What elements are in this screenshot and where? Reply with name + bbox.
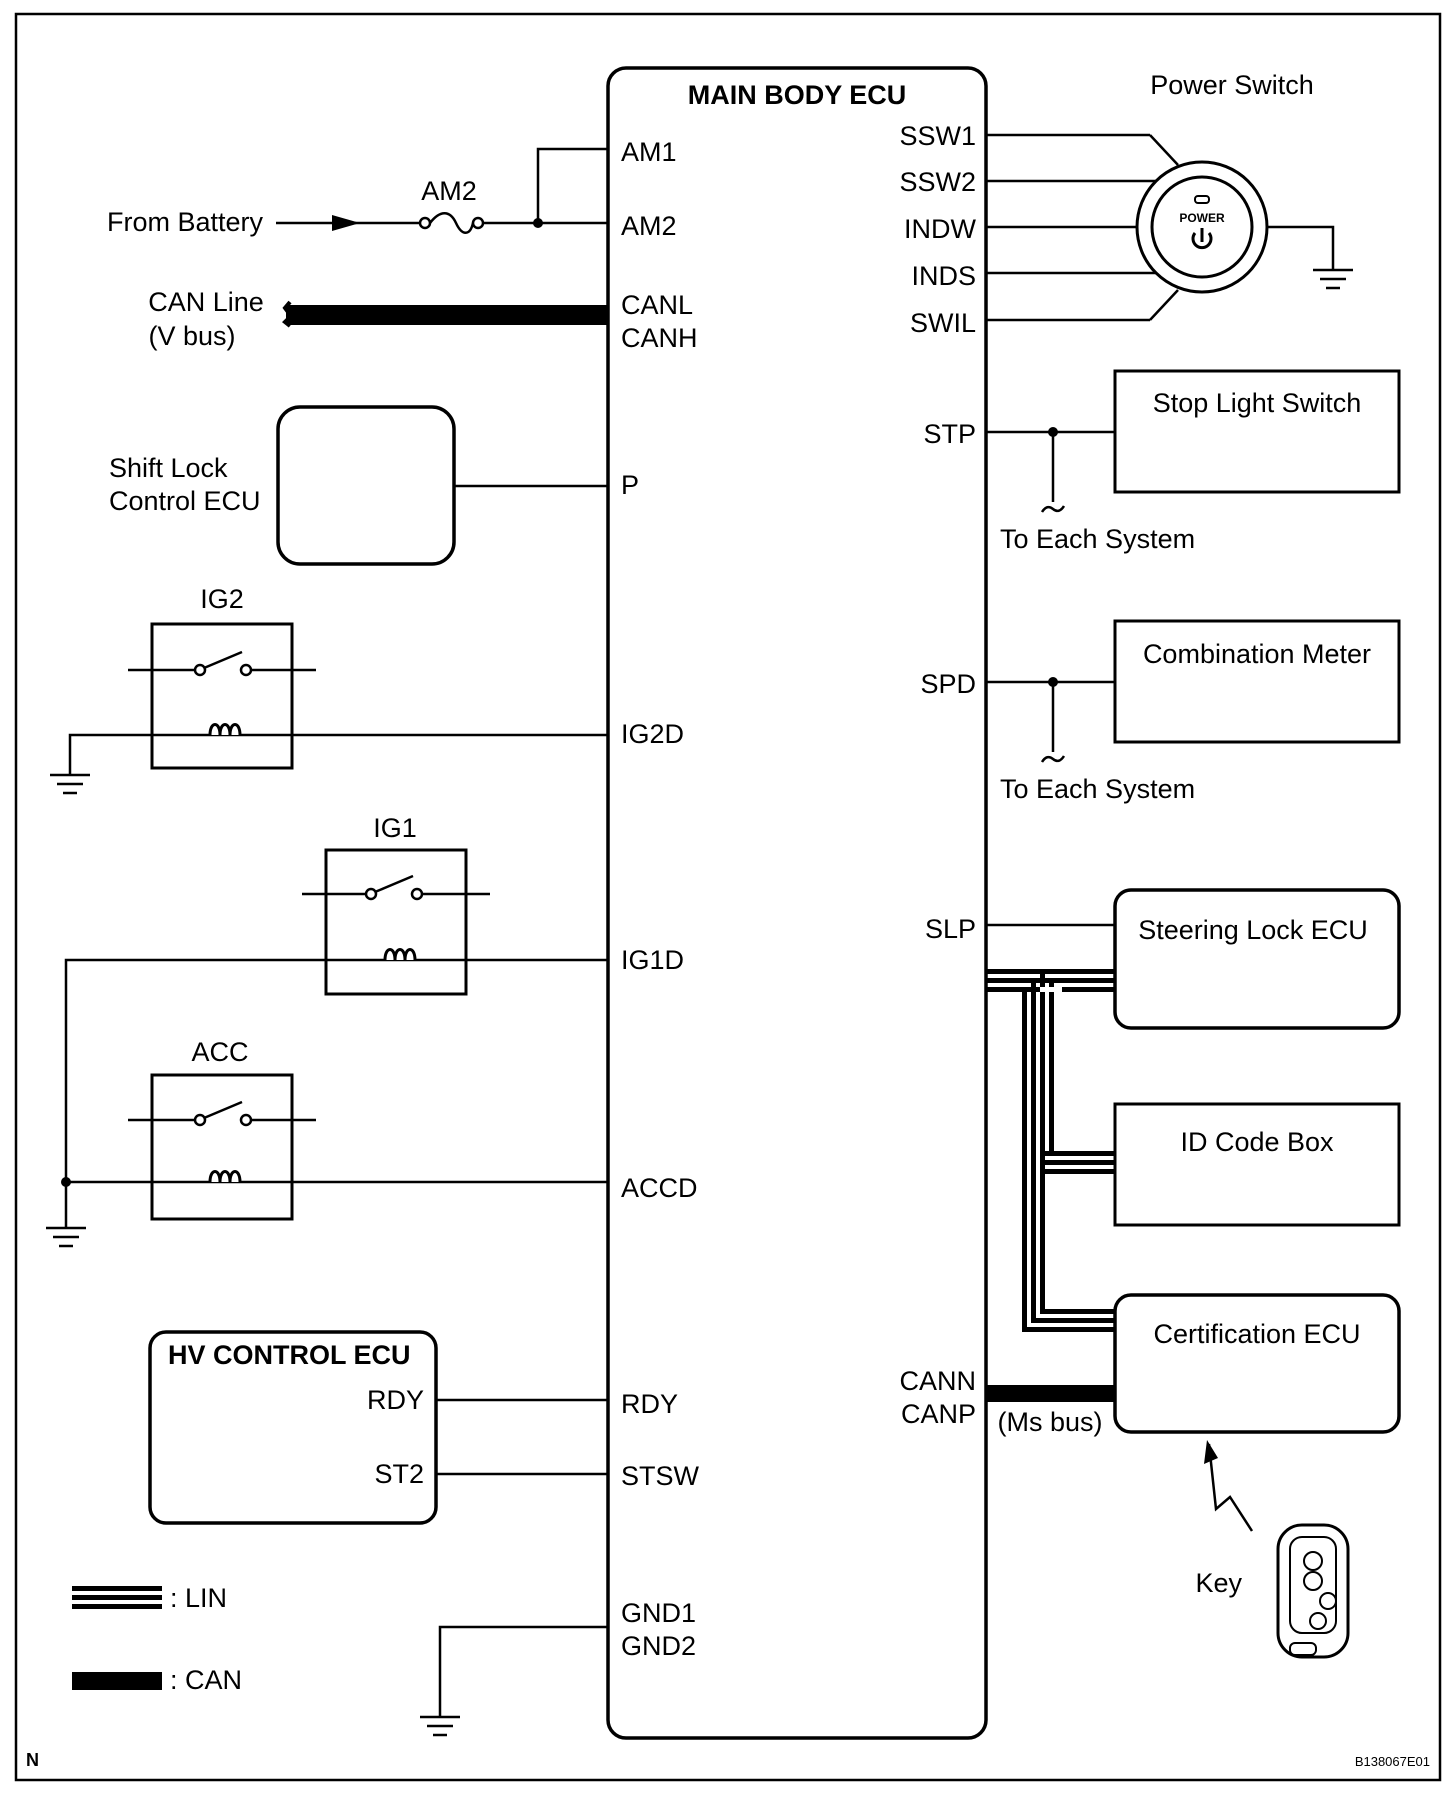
combination-meter-label: Combination Meter	[1143, 639, 1371, 669]
steering-lock-ecu: Steering Lock ECU	[986, 888, 1401, 1030]
hv-control-ecu-title: HV CONTROL ECU	[168, 1340, 411, 1370]
stop-light-switch: Stop Light Switch To Each System	[986, 369, 1401, 554]
certification-ecu: Certification ECU (Ms bus)	[986, 1293, 1401, 1437]
ig2-relay: IG2	[50, 584, 608, 795]
arrow-icon	[332, 215, 360, 231]
pin-indw: INDW	[904, 214, 976, 244]
pin-spd: SPD	[920, 669, 976, 699]
hv-control-ecu-box	[148, 1330, 438, 1525]
pin-ig1d: IG1D	[621, 945, 684, 975]
indicator-icon	[1194, 195, 1210, 204]
battery-circuit: From Battery AM2	[107, 147, 608, 237]
pin-stp: STP	[923, 419, 976, 449]
pin-ssw1: SSW1	[899, 121, 976, 151]
coil-icon	[383, 948, 417, 961]
shift-lock-label-1: Shift Lock	[109, 453, 228, 483]
ground-icon	[420, 1715, 460, 1737]
power-icon	[1191, 228, 1213, 250]
ground-icon	[46, 1226, 86, 1248]
main-ecu-right-pins: SSW1 SSW2 INDW INDS SWIL STP SPD SLP CAN…	[899, 121, 976, 1429]
ground-icon	[1313, 268, 1353, 290]
coil-icon	[208, 1170, 242, 1183]
hv-pin-rdy: RDY	[367, 1385, 424, 1415]
combination-meter: Combination Meter To Each System	[986, 619, 1401, 804]
lin-bus	[986, 969, 1115, 1332]
main-body-ecu-box	[606, 66, 988, 1740]
fuse-icon	[418, 212, 485, 234]
pin-canh: CANH	[621, 323, 698, 353]
smart-key: Key	[1195, 1440, 1350, 1659]
pin-ssw2: SSW2	[899, 167, 976, 197]
shift-lock-ecu: Shift Lock Control ECU	[109, 405, 608, 566]
pin-ig2d: IG2D	[621, 719, 684, 749]
v-bus-label: (V bus)	[148, 321, 235, 351]
key-label: Key	[1195, 1568, 1242, 1598]
legend-can-label: : CAN	[170, 1665, 242, 1695]
stop-light-switch-label: Stop Light Switch	[1153, 388, 1362, 418]
pin-rdy: RDY	[621, 1389, 678, 1419]
ig2-label: IG2	[200, 584, 244, 614]
fuse-label: AM2	[421, 176, 477, 206]
key-fob-icon	[1276, 1523, 1350, 1659]
legend-lin: : LIN	[72, 1583, 227, 1613]
ground-icon	[50, 773, 90, 795]
pin-canp: CANP	[901, 1399, 976, 1429]
pin-p: P	[621, 470, 639, 500]
legend-lin-label: : LIN	[170, 1583, 227, 1613]
id-code-box-label: ID Code Box	[1180, 1127, 1334, 1157]
power-switch-label: Power Switch	[1150, 70, 1314, 100]
to-each-system-label-1: To Each System	[1000, 524, 1195, 554]
ig1-relay: IG1	[64, 813, 608, 1182]
shift-lock-label-2: Control ECU	[109, 486, 261, 516]
pin-accd: ACCD	[621, 1173, 698, 1203]
can-line-label: CAN Line	[148, 287, 264, 317]
signal-icon	[1207, 1443, 1254, 1532]
hv-control-ecu: HV CONTROL ECU RDY ST2	[148, 1330, 608, 1525]
can-v-bus: CAN Line (V bus)	[148, 287, 608, 351]
ig1-label: IG1	[373, 813, 417, 843]
certification-ecu-label: Certification ECU	[1153, 1319, 1360, 1349]
steering-lock-ecu-label: Steering Lock ECU	[1138, 915, 1368, 945]
acc-label: ACC	[191, 1037, 248, 1067]
pin-am1: AM1	[621, 137, 677, 167]
pin-am2: AM2	[621, 211, 677, 241]
pin-gnd2: GND2	[621, 1631, 696, 1661]
power-button-text: POWER	[1179, 211, 1225, 225]
pin-slp: SLP	[925, 914, 976, 944]
wave-icon	[1040, 505, 1066, 513]
power-button	[1150, 175, 1254, 279]
acc-relay: ACC	[46, 1037, 608, 1248]
can-ms-bus-line	[986, 1385, 1115, 1402]
pin-gnd1: GND1	[621, 1598, 696, 1628]
hv-pin-st2: ST2	[374, 1459, 424, 1489]
diagram-frame	[14, 12, 1442, 1782]
pin-canl: CANL	[621, 290, 693, 320]
legend: : LIN : CAN	[72, 1583, 242, 1695]
from-battery-label: From Battery	[107, 207, 264, 237]
main-body-ecu-title: MAIN BODY ECU	[688, 80, 907, 110]
shift-lock-ecu-box	[276, 405, 456, 566]
figure-id: B138067E01	[1355, 1754, 1430, 1769]
power-switch: Power Switch POWER	[986, 70, 1353, 322]
pin-inds: INDS	[911, 261, 976, 291]
ms-bus-label: (Ms bus)	[997, 1407, 1102, 1437]
pin-swil: SWIL	[910, 308, 976, 338]
coil-icon	[208, 723, 242, 736]
legend-can: : CAN	[72, 1665, 242, 1695]
to-each-system-label-2: To Each System	[1000, 774, 1195, 804]
pin-cann: CANN	[899, 1366, 976, 1396]
footer-left-mark: N	[26, 1750, 39, 1770]
main-ecu-left-pins: AM1 AM2 CANL CANH P IG2D IG1D ACCD RDY S…	[621, 137, 700, 1661]
main-ecu-ground	[420, 1625, 608, 1737]
wave-icon	[1040, 755, 1066, 763]
pin-stsw: STSW	[621, 1461, 700, 1491]
id-code-box: ID Code Box	[1113, 1102, 1401, 1227]
